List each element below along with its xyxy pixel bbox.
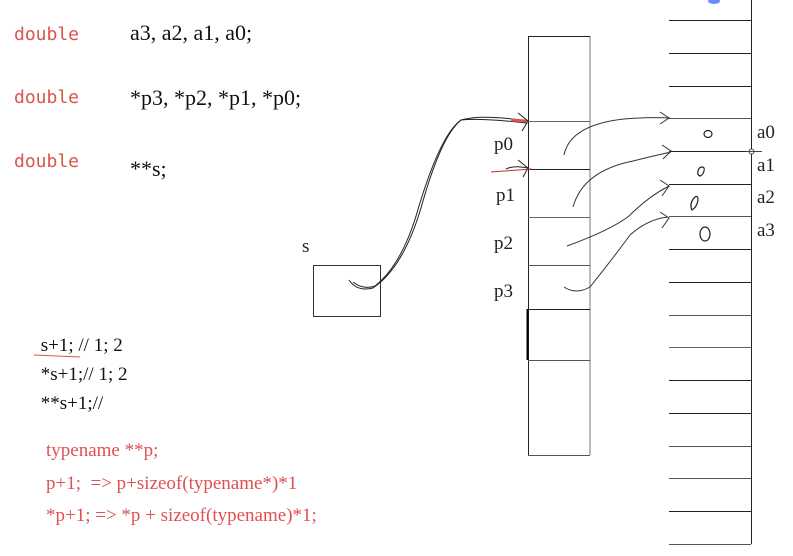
decl-type-2: double [14,87,80,108]
rule-line-2: p+1; => p+sizeof(typename*)*1 [46,473,298,494]
pointer-label-p2: p2 [494,233,513,254]
value-cell-glyphs [690,129,713,242]
decl-type-1: double [14,24,80,45]
decl-names-3: **s; [130,156,167,181]
arrow-s-to-p0 [348,112,529,290]
note-line-1: s+1; // 1; 2 [36,335,123,356]
arrows-p-to-a [563,111,672,292]
pointer-label-p0: p0 [494,134,513,155]
rule-line-1: typename **p; [46,440,159,461]
value-label-a0: a0 [757,122,775,143]
note-line-2: *s+1;// 1; 2 [36,364,128,385]
decl-type-3: double [14,151,80,172]
pointer-label-p3: p3 [494,281,513,302]
arrow-to-p1 [490,159,533,178]
value-array [669,0,762,545]
value-label-a2: a2 [757,187,775,208]
value-label-a3: a3 [757,220,775,241]
decl-names-2: *p3, *p2, *p1, *p0; [130,85,302,110]
pointer-array [526,36,591,456]
blue-marker-icon [708,0,720,4]
red-underline-mark [33,354,81,358]
value-label-a1: a1 [757,155,775,176]
rule-line-3: *p+1; => *p + sizeof(typename)*1; [46,505,317,526]
decl-names-1: a3, a2, a1, a0; [130,20,253,45]
pointer-label-p1: p1 [496,185,515,206]
pointer-box-s [313,265,381,317]
note-line-3: **s+1;// [36,393,104,414]
pointer-box-s-label: s [302,236,310,257]
